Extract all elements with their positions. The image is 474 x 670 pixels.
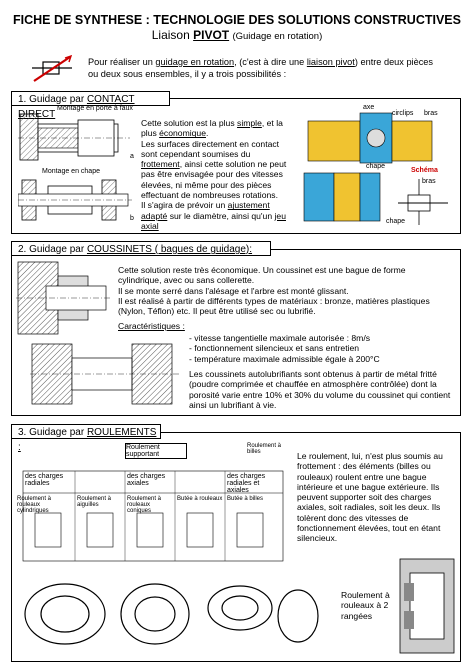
label-bras: bras — [424, 110, 438, 117]
bearing-type-1: Roulement à rouleaux cylindriques — [17, 496, 52, 514]
page-title: FICHE DE SYNTHESE : TECHNOLOGIE DES SOLU… — [13, 13, 461, 27]
subtitle-main: PIVOT — [193, 28, 230, 42]
label-schema: Schéma — [411, 167, 438, 174]
bearing-types-table: Roulement supportant des charges radiale… — [15, 443, 290, 565]
label-circlips: circlips — [392, 110, 414, 117]
characteristics-title: Caractéristiques : — [118, 321, 185, 331]
table-col-axiales: des charges axiales — [127, 473, 166, 487]
bearing-type-2: Roulement à aiguilles — [77, 496, 112, 508]
fig-coussinet-2 — [30, 340, 180, 410]
fig-chape — [18, 176, 134, 226]
bearing-type-3: Roulement à rouleaux coniques — [127, 496, 162, 514]
table-col-mixtes: des charges radiales et axiales — [227, 473, 266, 494]
double-row-roller-bearing — [396, 553, 458, 659]
characteristics-list: - vitesse tangentielle maximale autorisé… — [189, 333, 380, 364]
intro-text: Pour réaliser un guidage en rotation, (c… — [88, 57, 433, 79]
label-chape-top: chape — [366, 163, 386, 170]
label-axe: axe — [363, 104, 375, 111]
fig-a-letter: a — [130, 153, 134, 160]
bearing-type-5: Butée à billes — [227, 496, 264, 502]
label-bras2: bras — [422, 178, 436, 185]
bearing-illustrations — [20, 572, 320, 656]
fig-b-label: Montage en chape — [42, 168, 100, 175]
pivot-symbol-icon — [30, 55, 78, 85]
section2-text: Cette solution reste très économique. Un… — [118, 265, 430, 317]
table-top-label: Roulement supportant — [125, 443, 187, 459]
section2-heading: 2. Guidage par COUSSINETS ( bagues de gu… — [11, 241, 271, 256]
caption-double-row: Roulement à rouleaux à 2 rangées — [341, 590, 390, 621]
fig-coussinet-1 — [16, 258, 112, 338]
bearing-type-4: Butée à rouleaux — [177, 496, 223, 502]
bearing-type-6: Roulement à billes — [247, 443, 282, 455]
subtitle-suffix: (Guidage en rotation) — [232, 31, 323, 42]
label-chape: chape — [386, 218, 406, 225]
section1-text: Cette solution est la plus simple, et la… — [141, 118, 287, 231]
pivot-3d-illustration — [298, 103, 458, 231]
page-subtitle: Liaison PIVOT (Guidage en rotation) — [0, 28, 474, 42]
section2-text-autolub: Les coussinets autolubrifiants sont obte… — [189, 369, 451, 410]
section3-text: Le roulement, lui, n'est plus soumis au … — [297, 451, 443, 544]
subtitle-prefix: Liaison — [151, 28, 190, 42]
section-contact-direct — [11, 98, 461, 234]
fig-b-letter: b — [130, 215, 134, 222]
section1-heading: 1. Guidage par CONTACT DIRECT — [11, 91, 170, 120]
table-col-radiales: des charges radiales — [25, 473, 64, 487]
section-roulements — [11, 432, 461, 662]
fig-porte-a-faux — [18, 112, 134, 164]
fig-a-label: Montage en porte à faux — [57, 105, 133, 112]
section3-heading: 3. Guidage par ROULEMENTS : — [11, 424, 161, 453]
